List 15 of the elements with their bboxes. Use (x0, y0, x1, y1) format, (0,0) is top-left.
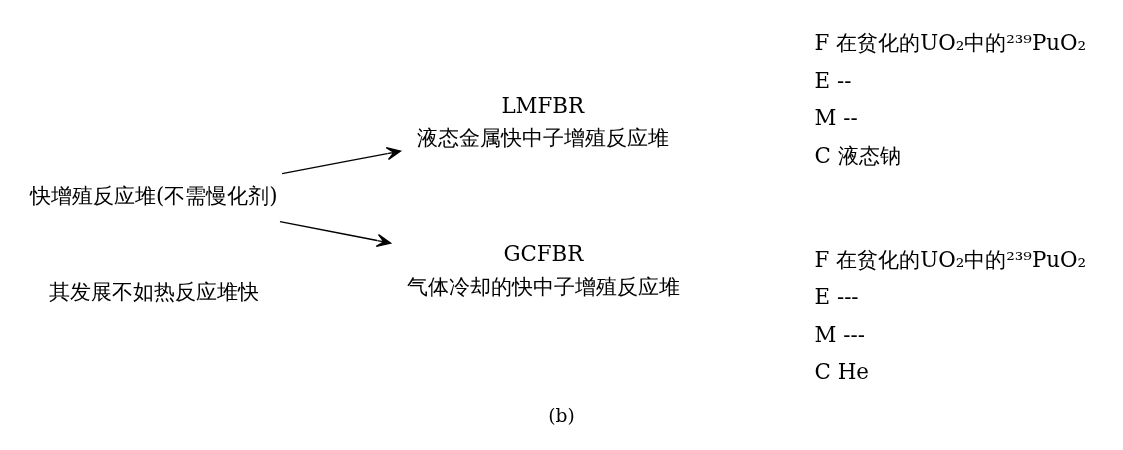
node-text: LMFBR 液态金属快中子增殖反应堆 (416, 93, 669, 151)
node-label: E --- (814, 284, 859, 310)
node-label: F 在贫化的UO₂中的²³⁹PuO₂ (814, 30, 1087, 56)
node-label: M --- (814, 321, 865, 347)
caption: (b) (548, 405, 575, 427)
node-label: M -- (814, 105, 858, 131)
node-label: C He (814, 358, 869, 384)
node-text: 快增殖反应堆(不需慢化剂) (30, 182, 278, 208)
label: 其发展不如热反应堆快 (49, 278, 260, 304)
node-text: GCFBR 气体冷却的快中子增殖反应堆 (407, 241, 681, 299)
arrow (281, 147, 402, 175)
node-label: E -- (814, 67, 852, 93)
arrow (279, 221, 392, 248)
node-label: C 液态钠 (814, 142, 901, 168)
node-label: F 在贫化的UO₂中的²³⁹PuO₂ (814, 246, 1087, 272)
